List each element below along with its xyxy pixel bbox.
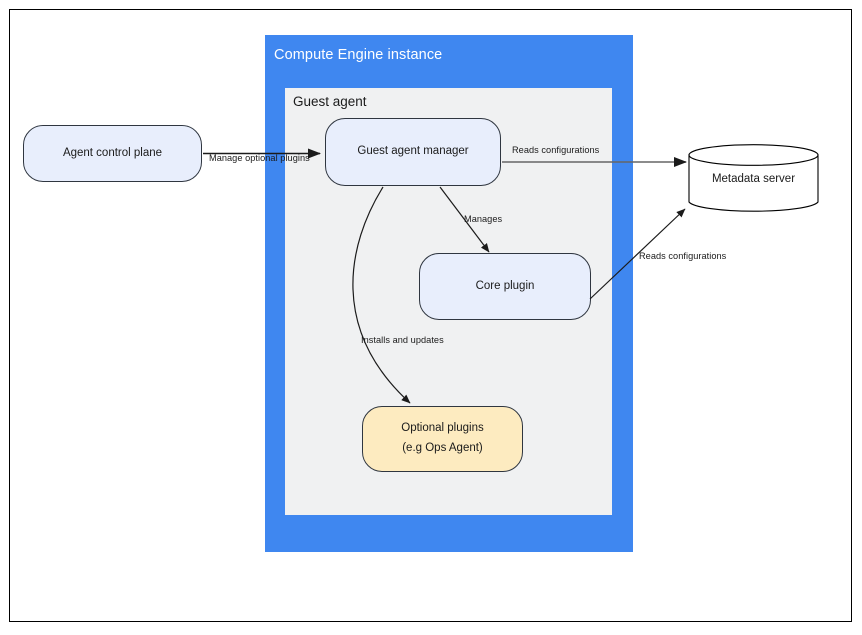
- database-cylinder-icon: [688, 144, 819, 212]
- node-core-plugin[interactable]: Core plugin: [419, 253, 591, 320]
- node-optional-plugins[interactable]: Optional plugins (e.g Ops Agent): [362, 406, 523, 472]
- edge-label-installs-and-updates: Installs and updates: [361, 335, 444, 345]
- edge-label-manage-optional-plugins: Manage optional plugins: [209, 153, 310, 163]
- node-optional-plugins-label-line2: (e.g Ops Agent): [402, 442, 483, 454]
- node-optional-plugins-label-line1: Optional plugins: [401, 422, 484, 435]
- node-guest-agent-manager-label: Guest agent manager: [357, 145, 469, 158]
- edge-label-reads-configurations-core: Reads configurations: [639, 251, 727, 261]
- node-guest-agent-manager[interactable]: Guest agent manager: [325, 118, 501, 186]
- node-agent-control-plane-label: Agent control plane: [62, 146, 163, 159]
- node-agent-control-plane[interactable]: Agent control plane: [23, 125, 202, 182]
- node-metadata-server[interactable]: Metadata server: [688, 144, 819, 213]
- edge-label-reads-configurations-manager: Reads configurations: [512, 145, 600, 155]
- guest-agent-label: Guest agent: [293, 94, 367, 109]
- node-core-plugin-label: Core plugin: [475, 279, 535, 292]
- compute-engine-instance-label: Compute Engine instance: [274, 47, 443, 63]
- edge-label-manages: Manages: [464, 214, 503, 224]
